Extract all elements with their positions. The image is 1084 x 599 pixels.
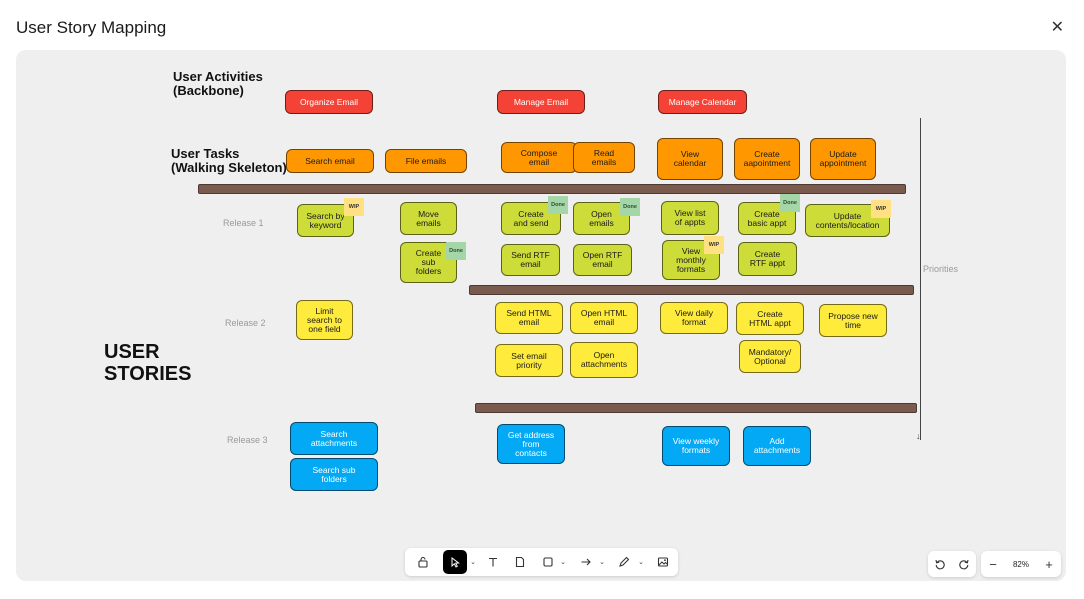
task-card[interactable]: Search email — [286, 149, 374, 173]
arrow-icon[interactable] — [577, 548, 595, 576]
image-icon[interactable] — [654, 548, 672, 576]
zoom-in-button[interactable]: + — [1045, 556, 1053, 572]
app-title: User Story Mapping — [16, 18, 167, 37]
story-card[interactable]: Move emails — [400, 202, 457, 235]
redo-icon[interactable] — [954, 551, 974, 577]
close-icon[interactable]: ✕ — [1050, 19, 1064, 36]
wip-badge: WIP — [871, 200, 891, 218]
story-card[interactable]: View list of appts — [661, 201, 719, 235]
story-card[interactable]: Search attachments — [290, 422, 378, 455]
task-card[interactable]: Compose email — [501, 142, 577, 173]
drawing-toolbar: ⌄ ⌄ ⌄ ⌄ — [405, 548, 678, 576]
arrow-down-icon: ↓ — [916, 431, 921, 441]
activity-card[interactable]: Organize Email — [285, 90, 373, 114]
story-card[interactable]: View daily format — [660, 302, 728, 334]
undo-icon[interactable] — [930, 551, 950, 577]
release-divider — [198, 184, 906, 194]
wip-badge: WIP — [704, 236, 724, 254]
story-card[interactable]: Open attachments — [570, 342, 638, 378]
sticky-note-icon[interactable] — [511, 548, 529, 576]
task-card[interactable]: File emails — [385, 149, 467, 173]
story-card[interactable]: View weekly formats — [662, 426, 730, 466]
pen-icon[interactable] — [615, 548, 633, 576]
done-badge: Done — [780, 194, 800, 212]
story-card[interactable]: Create sub folders — [400, 242, 457, 283]
activity-card[interactable]: Manage Email — [497, 90, 585, 114]
story-card[interactable]: Limit search to one field — [296, 300, 353, 340]
text-icon[interactable] — [484, 548, 502, 576]
story-map-canvas[interactable]: User Activities (Backbone) User Tasks (W… — [16, 50, 1066, 581]
story-card[interactable]: Get address from contacts — [497, 424, 565, 464]
done-badge: Done — [446, 242, 466, 260]
zoom-controls: − 82% + — [981, 551, 1061, 577]
story-card[interactable]: Propose new time — [819, 304, 887, 337]
pen-tool-caret-icon[interactable]: ⌄ — [638, 559, 644, 566]
task-card[interactable]: Create aapointment — [734, 138, 800, 180]
priorities-label: Priorities — [923, 264, 959, 274]
wip-badge: WIP — [344, 198, 364, 216]
release-label: Release 1 — [223, 218, 264, 228]
zoom-out-button[interactable]: − — [989, 556, 997, 572]
story-card[interactable]: Mandatory/ Optional — [739, 340, 801, 373]
release-divider — [469, 285, 914, 295]
history-controls — [928, 551, 976, 577]
arrow-tool-caret-icon[interactable]: ⌄ — [599, 559, 605, 566]
tasks-heading: User Tasks (Walking Skeleton) — [171, 146, 287, 175]
activity-card[interactable]: Manage Calendar — [658, 90, 747, 114]
done-badge: Done — [548, 196, 568, 214]
release-divider — [475, 403, 917, 413]
story-card[interactable]: Send RTF email — [501, 244, 560, 276]
task-card[interactable]: Update appointment — [810, 138, 876, 180]
activities-heading: User Activities (Backbone) — [173, 69, 263, 98]
shape-square-icon[interactable] — [539, 548, 557, 576]
select-pointer-icon[interactable] — [443, 550, 467, 574]
stories-heading: USER STORIES — [104, 341, 192, 385]
zoom-level: 82% — [1012, 559, 1029, 569]
release-label: Release 3 — [227, 435, 268, 445]
story-card[interactable]: Open RTF email — [573, 244, 632, 276]
shape-tool-caret-icon[interactable]: ⌄ — [560, 559, 566, 566]
story-card[interactable]: Add attachments — [743, 426, 811, 466]
task-card[interactable]: View calendar — [657, 138, 723, 180]
priorities-arrow — [920, 118, 921, 440]
story-card[interactable]: Send HTML email — [495, 302, 563, 334]
select-tool-caret-icon[interactable]: ⌄ — [470, 559, 476, 566]
story-card[interactable]: Create HTML appt — [736, 302, 804, 335]
story-card[interactable]: Open HTML email — [570, 302, 638, 334]
done-badge: Done — [620, 198, 640, 216]
task-card[interactable]: Read emails — [573, 142, 635, 173]
story-card[interactable]: Set email priority — [495, 344, 563, 377]
story-card[interactable]: Create RTF appt — [738, 242, 797, 276]
story-card[interactable]: Search sub folders — [290, 458, 378, 491]
lock-icon[interactable] — [413, 548, 433, 576]
release-label: Release 2 — [225, 318, 266, 328]
